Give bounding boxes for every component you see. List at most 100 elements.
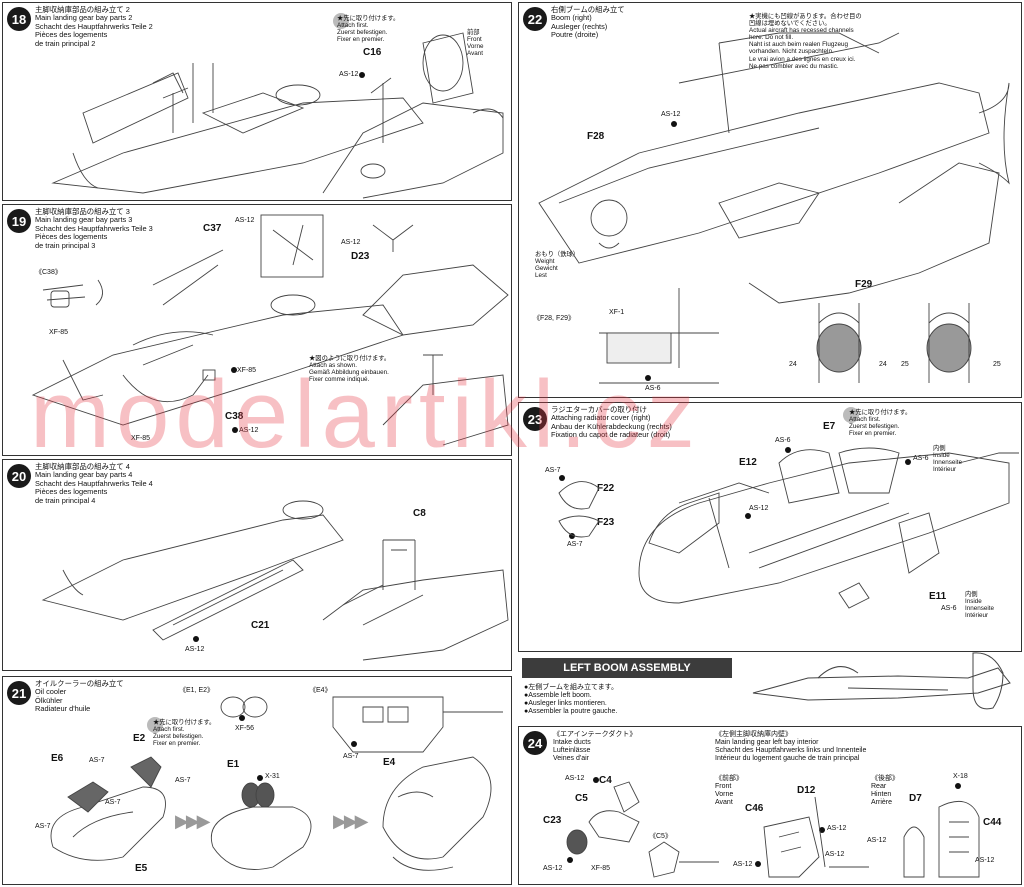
step-18-drawing: [51, 32, 504, 199]
part-c5: C5: [575, 793, 588, 804]
part-as12-f: AS-12: [867, 837, 887, 844]
part-as7-a: AS-7: [545, 467, 561, 474]
part-d23: D23: [351, 251, 370, 262]
paint-dot: [645, 375, 651, 381]
part-as12-b: AS-12: [543, 865, 563, 872]
aircraft-silhouette: [752, 652, 1011, 710]
part-c44: C44: [983, 817, 1002, 828]
step-ref-24-a: 24: [789, 361, 797, 368]
part-e12: E12: [739, 457, 757, 468]
note-bubble: [843, 407, 859, 423]
step-title: 主脚収納庫部品の組み立て 2 Main landing gear bay par…: [35, 5, 153, 48]
c5-detail-label: 《C5》: [649, 833, 672, 840]
paint-x18: X-18: [953, 773, 968, 780]
part-as12: AS-12: [565, 775, 585, 782]
step-number: 19: [7, 209, 31, 233]
paint-dot: [351, 741, 357, 747]
part-as12: AS-12: [339, 71, 359, 78]
part-c46: C46: [745, 803, 764, 814]
part-f22: F22: [597, 483, 615, 494]
paint-x31: X-31: [265, 773, 280, 780]
step-number: 18: [7, 7, 31, 31]
part-as7-a: AS-7: [89, 757, 105, 764]
step-ref-25-a: 25: [901, 361, 909, 368]
part-c38: C38: [225, 411, 244, 422]
paint-dot: [559, 475, 565, 481]
part-as7-e: AS-7: [343, 753, 359, 760]
paint-dot: [232, 427, 238, 433]
paint-dot: [359, 72, 365, 78]
step-ref-25-b: 25: [993, 361, 1001, 368]
step-23-drawing: [558, 447, 1019, 609]
part-e1: E1: [227, 759, 240, 770]
sequence-arrow-icon: ▶▶▶: [175, 811, 210, 831]
f28-f29-detail-label: 《F28, F29》: [533, 315, 576, 322]
paint-dot: [819, 827, 825, 833]
part-c16: C16: [363, 47, 382, 58]
step-21-drawing: [50, 696, 503, 871]
part-c23: C23: [543, 815, 562, 826]
part-as12-d: AS-12: [733, 861, 753, 868]
paint-xf85-c: XF-85: [131, 435, 151, 442]
part-f28: F28: [587, 131, 605, 142]
part-e2: E2: [133, 733, 146, 744]
step-number: 22: [523, 7, 547, 31]
step-number: 23: [523, 407, 547, 431]
part-as12-c: AS-12: [827, 825, 847, 832]
part-c21: C21: [251, 620, 270, 631]
paint-xf1: XF-1: [609, 309, 625, 316]
sequence-arrow-icon: ▶▶▶: [333, 811, 368, 831]
paint-xf85-b: XF-85: [237, 367, 257, 374]
part-as12-b: AS-12: [341, 239, 361, 246]
paint-dot: [231, 367, 237, 373]
note-bubble: [333, 13, 349, 29]
paint-dot: [567, 857, 573, 863]
step-number: 21: [7, 681, 31, 705]
e4-detail-label: 《E4》: [309, 687, 332, 694]
step-19-drawing: [31, 214, 509, 446]
c38-detail-label: 《C38》: [35, 269, 62, 276]
paint-xf85: XF-85: [49, 329, 69, 336]
paint-dot: [239, 715, 245, 721]
e1-e2-detail-label: 《E1, E2》: [179, 687, 215, 694]
part-c37: C37: [203, 223, 222, 234]
note-bubble: [147, 717, 163, 733]
part-e4: E4: [383, 757, 396, 768]
attach-first-note: ★先に取り付けます。Attach first.Zuerst befestigen…: [153, 719, 216, 748]
paint-xf85: XF-85: [591, 865, 611, 872]
part-as7-c: AS-7: [105, 799, 121, 806]
part-as6-b: AS-6: [913, 455, 929, 462]
left-bay-label: 《左側主脚収納庫内壁》Main landing gear left bay in…: [715, 731, 867, 762]
step-18-panel: 18 主脚収納庫部品の組み立て 2 Main landing gear bay …: [2, 2, 512, 201]
part-as12-e: AS-12: [825, 851, 845, 858]
part-as12-g: AS-12: [975, 857, 995, 864]
paint-dot: [193, 636, 199, 642]
paint-dot: [955, 783, 961, 789]
step-24-drawing: [566, 781, 980, 878]
paint-dot: [569, 533, 575, 539]
part-as12: AS-12: [185, 646, 205, 653]
attach-first-note: ★先に取り付けます。Attach first.Zuerst befestigen…: [337, 15, 400, 44]
paint-dot: [905, 459, 911, 465]
attach-as-shown-note: ★図のように取り付けます。Attach as shown.Gemäß Abbil…: [309, 355, 391, 384]
left-boom-instructions: ●左側ブームを組み立てます。●Assemble left boom.●Ausle…: [524, 684, 618, 715]
part-c4: C4: [599, 775, 612, 786]
left-boom-banner: LEFT BOOM ASSEMBLY: [522, 658, 732, 678]
part-c8: C8: [413, 508, 426, 519]
part-f29: F29: [855, 279, 873, 290]
part-as6: AS-6: [645, 385, 661, 392]
part-e6: E6: [51, 753, 64, 764]
step-20-drawing: [41, 500, 509, 661]
